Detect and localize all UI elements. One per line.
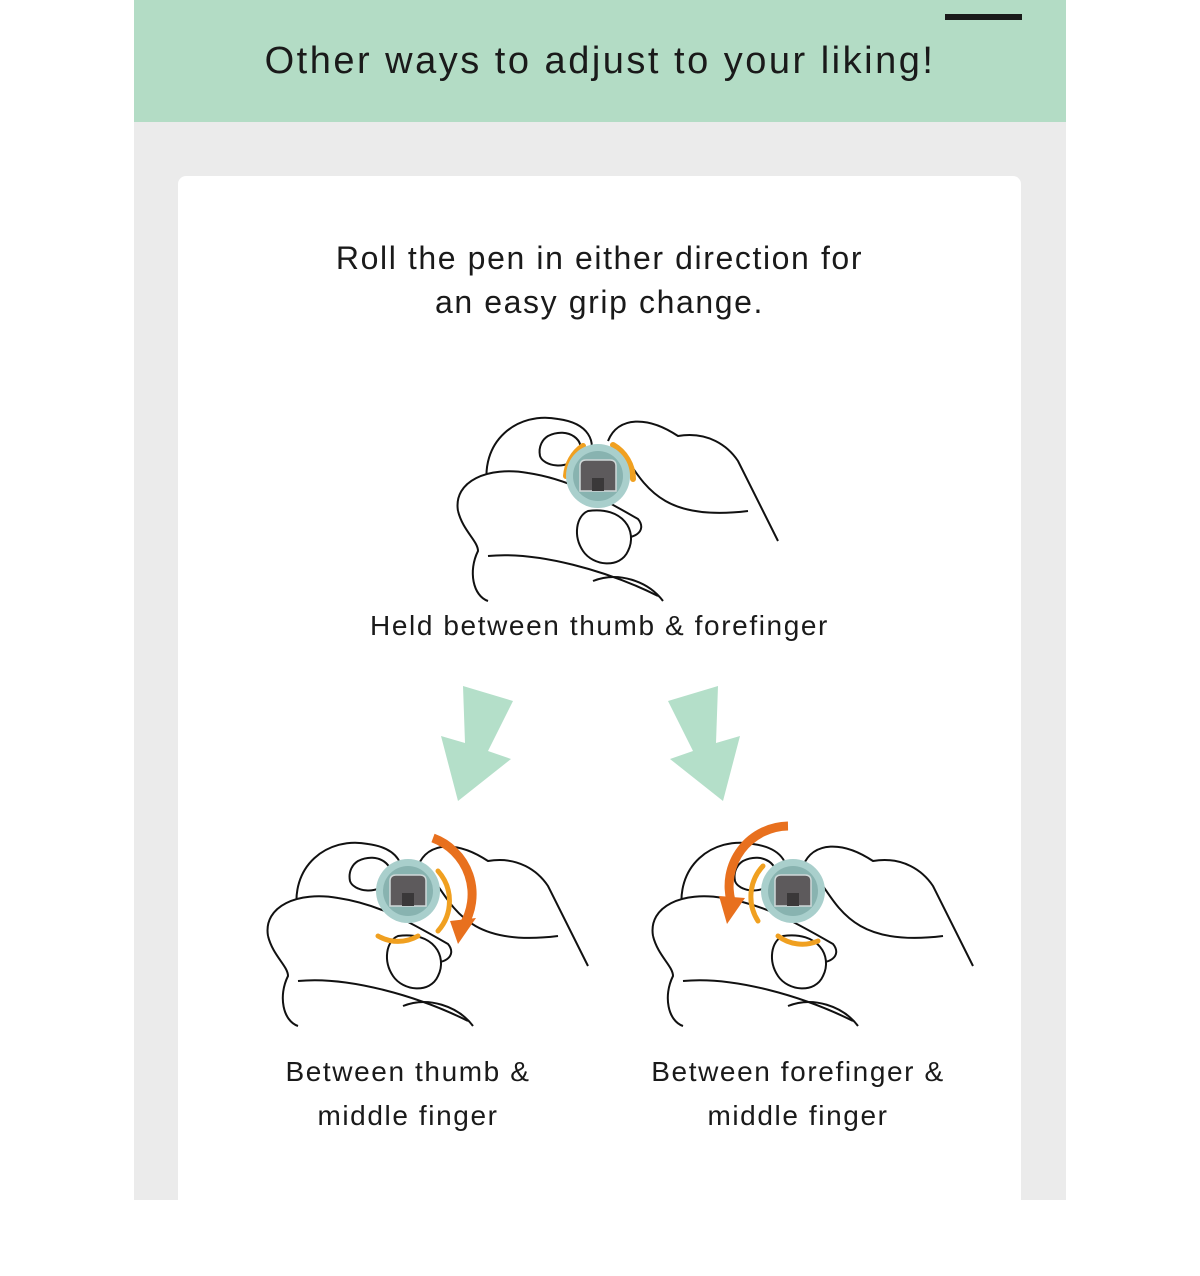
- content-column: Other ways to adjust to your liking! Rol…: [134, 0, 1066, 1276]
- intro-line-2: an easy grip change.: [434, 284, 765, 320]
- grip-illustration-thumb-forefinger: [456, 416, 779, 602]
- grip-highlight-right: [610, 442, 636, 482]
- down-arrow-left-icon: [441, 686, 513, 801]
- header-bar: [945, 14, 1022, 20]
- rotate-clockwise-arrow-icon: [431, 833, 477, 929]
- intro-line-1: Roll the pen in either direction for: [335, 240, 864, 276]
- caption-forefinger-middle-2: middle finger: [707, 1100, 889, 1131]
- pen-cross-section-icon: [565, 443, 631, 509]
- caption-forefinger-middle-1: Between forefinger &: [651, 1056, 945, 1087]
- page-title: Other ways to adjust to your liking!: [264, 40, 936, 82]
- grip-illustration-forefinger-middle: [651, 821, 974, 1027]
- grip-illustration-thumb-middle: [266, 833, 589, 1027]
- info-card: Roll the pen in either direction for an …: [178, 176, 1021, 1276]
- caption-thumb-middle-2: middle finger: [317, 1100, 499, 1131]
- caption-thumb-forefinger: Held between thumb & forefinger: [370, 610, 829, 641]
- caption-thumb-middle-1: Between thumb &: [285, 1056, 531, 1087]
- rotate-counterclockwise-arrow-icon: [724, 821, 789, 903]
- header-banner: Other ways to adjust to your liking!: [134, 0, 1066, 122]
- down-arrow-right-icon: [668, 686, 740, 801]
